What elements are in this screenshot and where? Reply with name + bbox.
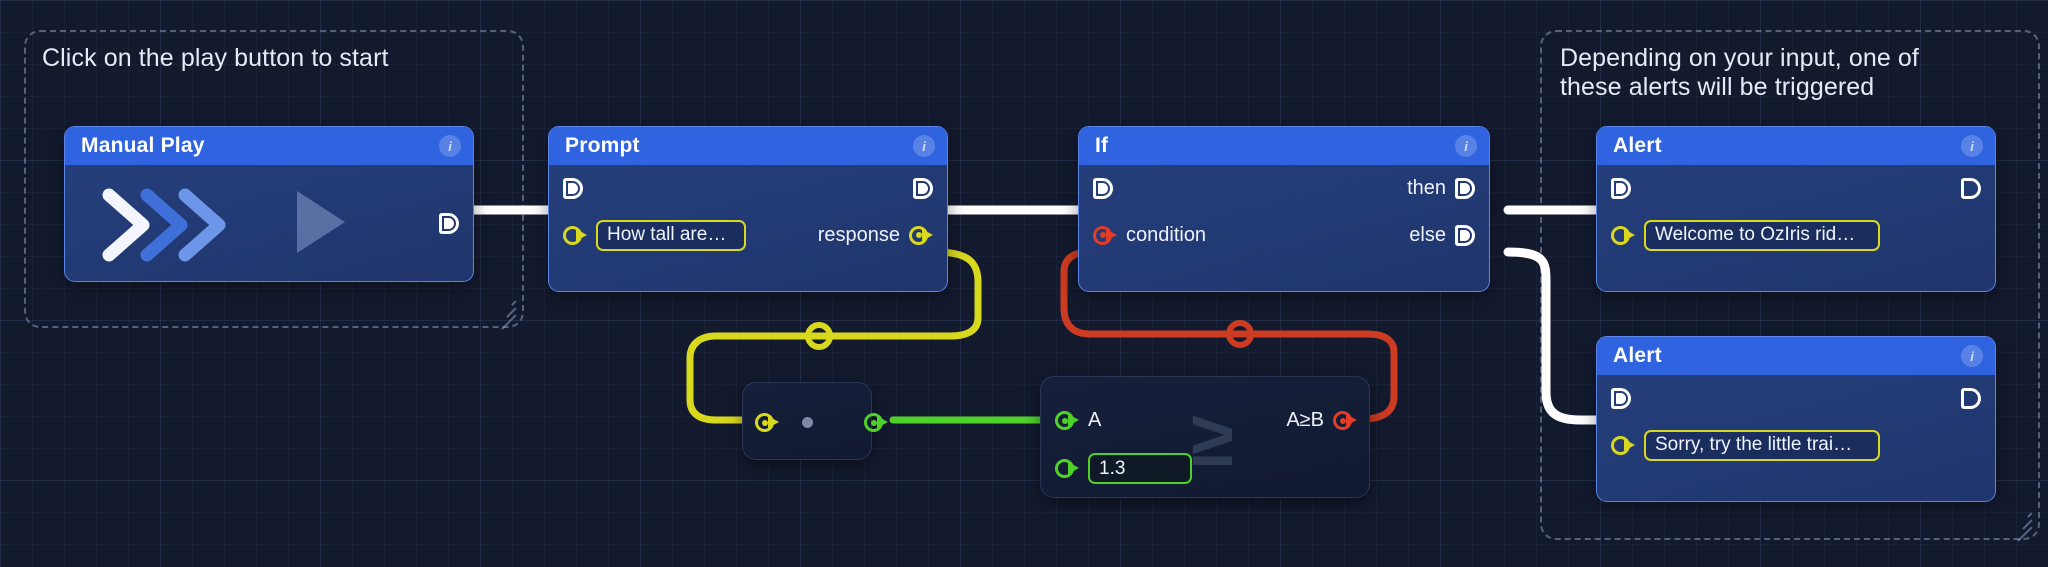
info-icon[interactable]: i	[1455, 135, 1477, 157]
row-question: How tall are… response	[549, 211, 947, 259]
node-title: Alert	[1613, 134, 1662, 157]
group-alerts-title: Depending on your input, one of these al…	[1560, 44, 1919, 101]
node-body: then condition else	[1079, 165, 1489, 259]
compare-output-socket[interactable]	[1333, 411, 1357, 430]
input-b-field[interactable]: 1.3	[1088, 453, 1192, 484]
info-icon[interactable]: i	[1961, 345, 1983, 367]
flow-input-port[interactable]	[1093, 177, 1113, 199]
group-resize-handle[interactable]	[494, 298, 517, 330]
flow-input-port[interactable]	[1611, 177, 1631, 199]
row-then: then	[1079, 165, 1489, 211]
input-a-socket[interactable]	[1055, 411, 1079, 430]
question-input-socket[interactable]	[563, 225, 587, 245]
row-message: Welcome to OzIris rid…	[1597, 211, 1995, 259]
input-b-socket[interactable]	[1055, 459, 1079, 478]
message-input-field[interactable]: Sorry, try the little trai…	[1644, 429, 1880, 461]
row-flow	[1597, 375, 1995, 421]
row-flow	[1597, 165, 1995, 211]
wire-reroute-boolean	[1226, 320, 1254, 348]
response-output-label: response	[817, 223, 900, 246]
flow-input-port[interactable]	[563, 177, 583, 199]
info-icon[interactable]: i	[1961, 135, 1983, 157]
node-title: Manual Play	[81, 134, 205, 157]
group-start-title: Click on the play button to start	[42, 44, 389, 72]
row-message: Sorry, try the little trai…	[1597, 421, 1995, 469]
row-flow	[549, 165, 947, 211]
fast-forward-icon	[99, 185, 259, 265]
else-flow-output-port[interactable]	[1455, 224, 1475, 246]
flow-output-port[interactable]	[1961, 387, 1981, 409]
flow-input-port[interactable]	[1611, 387, 1631, 409]
node-header[interactable]: Manual Play i	[65, 127, 473, 165]
node-manual-play[interactable]: Manual Play i	[64, 126, 474, 282]
info-icon[interactable]: i	[913, 135, 935, 157]
then-flow-output-port[interactable]	[1455, 177, 1475, 199]
info-icon[interactable]: i	[439, 135, 461, 157]
flow-output-port[interactable]	[439, 213, 459, 234]
condition-label: condition	[1126, 223, 1207, 246]
node-header[interactable]: Alert i	[1597, 127, 1995, 165]
flow-output-port[interactable]	[913, 177, 933, 199]
node-body: How tall are… response	[549, 165, 947, 259]
node-header[interactable]: If i	[1079, 127, 1489, 165]
node-header[interactable]: Prompt i	[549, 127, 947, 165]
group-alerts[interactable]: Depending on your input, one of these al…	[1540, 30, 2040, 542]
node-body	[65, 165, 473, 281]
node-body: Welcome to OzIris rid…	[1597, 165, 1995, 259]
message-input-socket[interactable]	[1611, 435, 1635, 455]
then-label: then	[1407, 176, 1446, 199]
node-header[interactable]: Alert i	[1597, 337, 1995, 375]
group-resize-handle[interactable]	[2010, 510, 2033, 542]
node-compare[interactable]: ≥ A A≥B 1.3	[1040, 376, 1370, 498]
input-a-label: A	[1088, 409, 1102, 431]
flow-output-port[interactable]	[1961, 177, 1981, 199]
message-input-field[interactable]: Welcome to OzIris rid…	[1644, 219, 1880, 251]
operator-watermark: ≥	[1191, 394, 1234, 482]
node-title: Alert	[1613, 344, 1662, 367]
node-body: Sorry, try the little trai…	[1597, 375, 1995, 469]
node-title: Prompt	[565, 134, 640, 157]
compare-output-label: A≥B	[1286, 409, 1324, 431]
response-output-socket[interactable]	[909, 225, 933, 245]
play-triangle-icon[interactable]	[297, 191, 345, 253]
row-else: condition else	[1079, 211, 1489, 259]
wire-reroute-string	[805, 322, 833, 350]
node-prompt[interactable]: Prompt i How tall are… response	[548, 126, 948, 292]
node-title: If	[1095, 134, 1109, 157]
question-input-field[interactable]: How tall are…	[596, 219, 746, 251]
node-alert-then[interactable]: Alert i Welcome to OzIris rid…	[1596, 126, 1996, 292]
node-if[interactable]: If i then condition else	[1078, 126, 1490, 292]
else-label: else	[1409, 223, 1446, 246]
converter-center-dot	[802, 417, 813, 428]
node-converter[interactable]	[742, 382, 888, 460]
node-alert-else[interactable]: Alert i Sorry, try the little trai…	[1596, 336, 1996, 502]
message-input-socket[interactable]	[1611, 225, 1635, 245]
condition-input-socket[interactable]	[1093, 225, 1117, 245]
group-start[interactable]: Click on the play button to start	[24, 30, 524, 330]
